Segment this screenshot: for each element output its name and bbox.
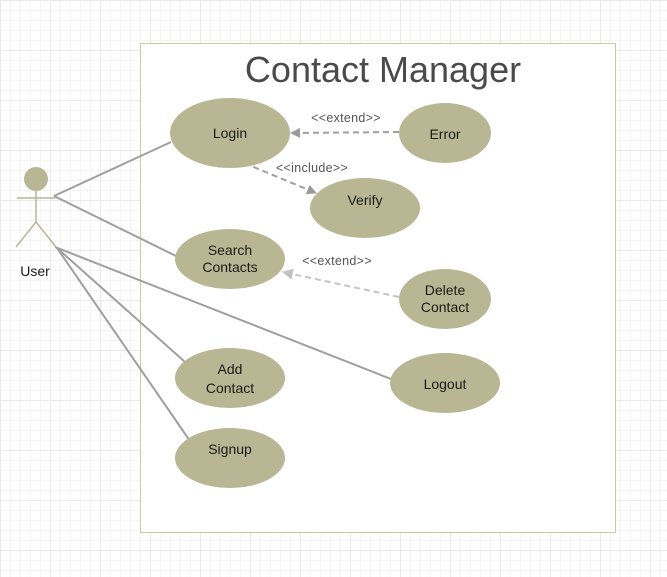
use-case-search-contacts-label-line2: Contacts	[202, 259, 257, 275]
use-case-search-contacts-label-line1: Search	[208, 242, 252, 258]
association-logout	[54, 246, 392, 380]
use-case-search-contacts-shape	[175, 229, 285, 289]
stick-figure-icon	[15, 167, 57, 248]
association-search-contacts	[53, 195, 177, 257]
use-case-verify-shape	[310, 178, 420, 238]
use-case-add-contact-label-line2: Contact	[206, 380, 254, 396]
use-case-login-label: Login	[213, 125, 247, 141]
use-case-signup[interactable]: Signup	[175, 428, 285, 488]
use-case-signup-label: Signup	[208, 441, 252, 457]
use-case-verify[interactable]: Verify	[310, 178, 420, 238]
association-add-contact	[56, 247, 186, 363]
use-case-login[interactable]: Login	[170, 98, 290, 168]
diagram-title: Contact Manager	[245, 49, 521, 90]
include-label-verify: <<include>>	[276, 161, 348, 175]
include-login-verify-line	[243, 162, 317, 195]
use-case-error-label: Error	[429, 126, 460, 142]
use-case-delete-contact-shape	[399, 269, 491, 329]
association-login	[53, 141, 172, 197]
actor-user-label: User	[20, 263, 50, 279]
extend-error-login-line	[290, 127, 400, 138]
use-case-login-shape	[170, 98, 290, 168]
extend-label-error: <<extend>>	[311, 111, 381, 125]
use-case-search-contacts[interactable]: Search Contacts	[175, 229, 285, 289]
use-case-delete-contact-label-line2: Contact	[421, 299, 469, 315]
extend-label-delete: <<extend>>	[302, 254, 372, 268]
use-case-delete-contact-label-line1: Delete	[425, 282, 466, 298]
use-case-verify-label: Verify	[347, 192, 382, 208]
actor-user[interactable]: User	[15, 167, 57, 279]
use-case-logout-shape	[390, 353, 500, 413]
use-case-add-contact-label-line1: Add	[218, 361, 243, 377]
use-case-add-contact[interactable]: Add Contact	[175, 348, 285, 408]
association-signup	[56, 247, 191, 442]
use-case-add-contact-shape	[175, 348, 285, 408]
use-case-logout[interactable]: Logout	[390, 353, 500, 413]
use-case-signup-shape	[175, 428, 285, 488]
associations	[53, 141, 392, 442]
use-case-error[interactable]: Error	[399, 103, 491, 163]
use-case-error-shape	[399, 103, 491, 163]
use-case-delete-contact[interactable]: Delete Contact	[399, 269, 491, 329]
use-case-logout-label: Logout	[424, 376, 467, 392]
